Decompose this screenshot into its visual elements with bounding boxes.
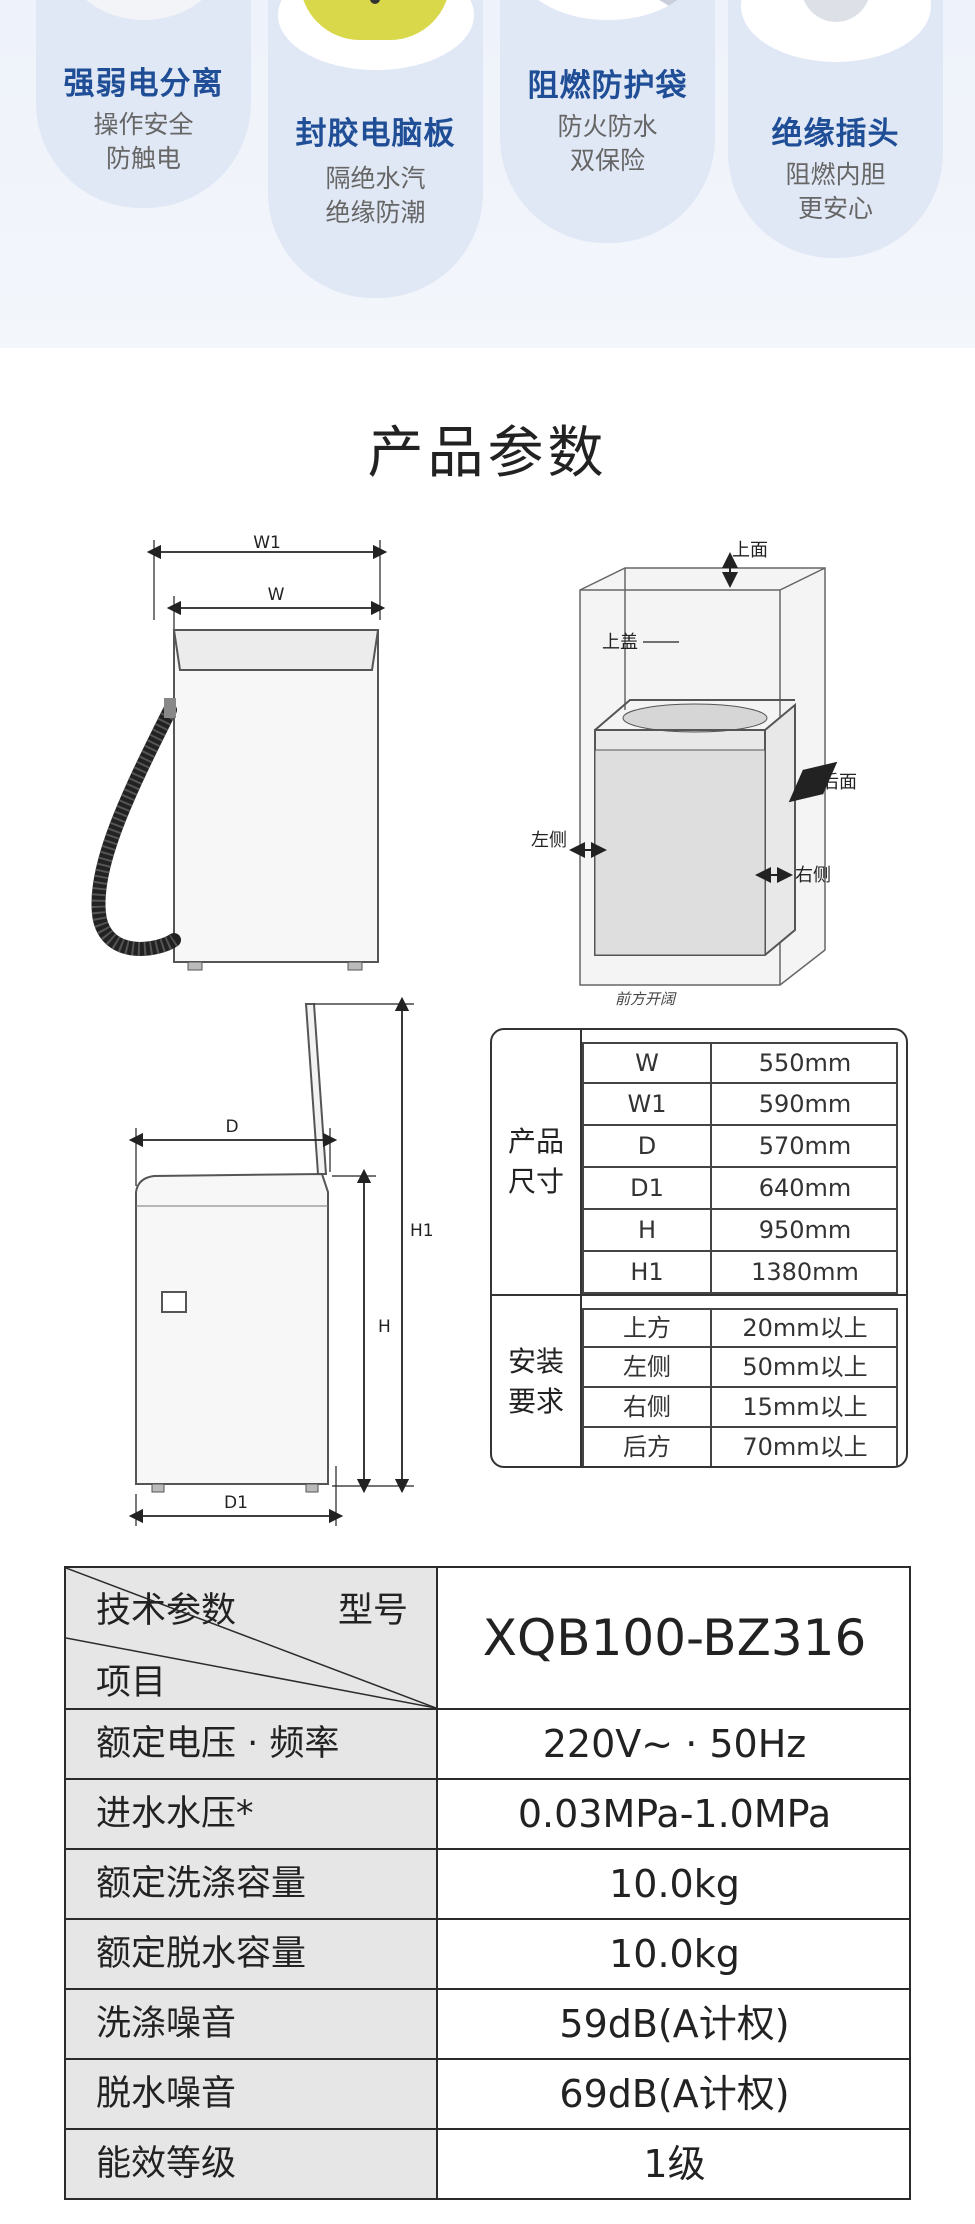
circuit-board-photo [277,0,474,70]
label-left: 左侧 [531,830,567,851]
spec-table: 技术参数 型号 项目 XQB100-BZ316 额定电压 · 频率 220V~ … [64,1566,911,2214]
washer-front-body [173,629,379,963]
label-right: 右侧 [795,865,831,886]
section-title: 产品参数 [367,421,608,486]
table-row: D 570mm [582,1126,898,1168]
feature-desc: 阻燃内胆 [785,160,886,189]
install-clearance-diagram: 上面 上盖 后面 左侧 右侧 前方开阔 [531,540,857,1008]
table-row: D1 640mm [582,1168,898,1210]
feature-title: 强弱电分离 [63,66,224,102]
label-lid: 上盖 [602,632,638,653]
feature-desc: 防触电 [105,144,181,173]
group-install-label: 安装 要求 [507,1345,564,1418]
feature-title: 绝缘插头 [771,116,900,152]
table-row: 右侧 15mm以上 [582,1388,898,1428]
table-row: 洗涤噪音 59dB(A计权) [64,1988,911,2060]
table-row: 脱水噪音 69dB(A计权) [64,2058,911,2130]
feature-desc: 隔绝水汽 [325,164,426,193]
feature-desc: 更安心 [797,194,873,223]
table-row: 额定电压 · 频率 220V~ · 50Hz [64,1708,911,1780]
drain-hose [91,703,181,956]
table-row: H1 1380mm [582,1252,898,1294]
label-w1: W1 [253,533,281,553]
group-size-label: 产品 尺寸 [507,1125,564,1198]
label-back: 后面 [821,772,857,793]
spec-header: 技术参数 型号 项目 XQB100-BZ316 [64,1566,911,1710]
label-w: W [268,585,285,605]
washer-side-body [135,1172,329,1485]
feature-photo [517,0,698,20]
table-row: 额定脱水容量 10.0kg [64,1918,911,1990]
label-front: 前方开阔 [615,990,677,1008]
table-row: W1 590mm [582,1084,898,1126]
feature-photo [63,0,224,20]
feature-card: 阻燃防护袋 防火防水 双保险 [500,0,715,243]
open-lid [304,1003,328,1175]
side-view-diagram: D D1 H H1 [128,996,434,1526]
table-row: 上方 20mm以上 [582,1308,898,1348]
table-row: 能效等级 1级 [64,2128,911,2200]
label-top: 上面 [732,540,768,561]
feature-band: 强弱电分离 操作安全 防触电 封胶电脑板 隔绝水汽 绝缘防潮 阻燃防护袋 防火防… [0,0,975,348]
feature-card: 强弱电分离 操作安全 防触电 [36,0,251,208]
feature-desc: 操作安全 [93,110,194,139]
table-row: 额定洗涤容量 10.0kg [64,1848,911,1920]
label-h1: H1 [410,1221,434,1241]
feature-desc: 防火防水 [557,112,658,141]
size-rows: W 550mm W1 590mm D 570mm D1 640mm H 950m… [582,1042,898,1294]
install-rows: 上方 20mm以上 左侧 50mm以上 右侧 15mm以上 后方 70mm以上 [582,1308,898,1466]
table-row: 进水水压* 0.03MPa-1.0MPa [64,1778,911,1850]
header-model-label: 型号 [338,1591,409,1631]
feature-desc: 绝缘防潮 [325,198,426,227]
feature-desc: 双保险 [569,146,645,175]
front-view-diagram: W1 W [91,533,388,971]
feature-card: 封胶电脑板 隔绝水汽 绝缘防潮 [268,0,483,298]
table-row: W 550mm [582,1042,898,1084]
label-h: H [378,1317,391,1337]
feature-title: 阻燃防护袋 [527,68,688,104]
feature-title: 封胶电脑板 [295,116,456,152]
table-row: 左侧 50mm以上 [582,1348,898,1388]
label-d: D [225,1117,238,1137]
header-param: 技术参数 [96,1591,237,1631]
table-row: H 950mm [582,1210,898,1252]
model-number: XQB100-BZ316 [482,1609,867,1667]
washer-lid [172,629,380,671]
circuit-board-image [299,0,450,40]
label-d1: D1 [224,1493,248,1513]
header-item: 项目 [96,1663,167,1703]
feature-card: 绝缘插头 阻燃内胆 更安心 [728,0,943,258]
dimension-table: 产品 尺寸 安装 要求 W 550mm W1 590mm D 570mm D1 … [490,1028,908,1468]
plug-photo [740,0,931,62]
table-row: 后方 70mm以上 [582,1428,898,1466]
